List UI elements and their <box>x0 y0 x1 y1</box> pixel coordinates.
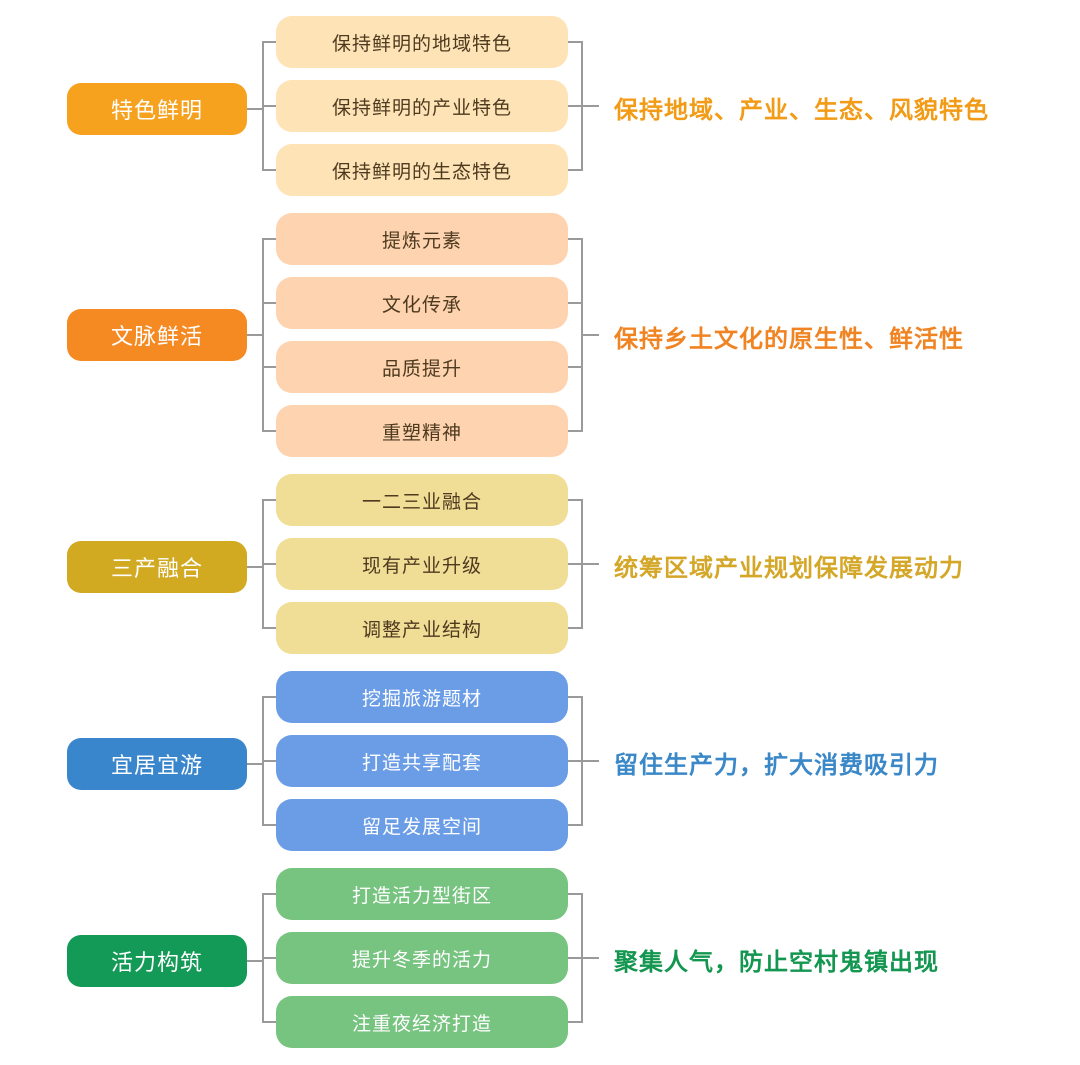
right-branch <box>568 366 582 368</box>
item-node: 提升冬季的活力 <box>276 932 568 984</box>
item-node: 现有产业升级 <box>276 538 568 590</box>
item-node: 保持鲜明的产业特色 <box>276 80 568 132</box>
left-bracket <box>262 238 264 432</box>
summary-text: 保持地域、产业、生态、风貌特色 <box>614 96 989 124</box>
left-branch <box>262 105 276 107</box>
item-node: 注重夜经济打造 <box>276 996 568 1048</box>
left-branch <box>262 696 276 698</box>
left-branch <box>262 957 276 959</box>
left-branch <box>262 824 276 826</box>
left-branch <box>262 238 276 240</box>
right-branch <box>568 893 582 895</box>
right-branch <box>568 499 582 501</box>
item-node: 打造共享配套 <box>276 735 568 787</box>
left-connector <box>247 108 263 110</box>
left-connector <box>247 763 263 765</box>
item-node: 提炼元素 <box>276 213 568 265</box>
right-branch <box>568 824 582 826</box>
item-node: 文化传承 <box>276 277 568 329</box>
item-node: 一二三业融合 <box>276 474 568 526</box>
left-connector <box>247 566 263 568</box>
right-connector <box>581 105 599 107</box>
right-branch <box>568 957 582 959</box>
left-connector <box>247 334 263 336</box>
item-node: 品质提升 <box>276 341 568 393</box>
item-node: 留足发展空间 <box>276 799 568 851</box>
right-branch <box>568 169 582 171</box>
left-connector <box>247 960 263 962</box>
main-node: 活力构筑 <box>67 935 247 987</box>
right-branch <box>568 1021 582 1023</box>
right-branch <box>568 696 582 698</box>
item-node: 重塑精神 <box>276 405 568 457</box>
right-branch <box>568 430 582 432</box>
summary-text: 聚集人气，防止空村鬼镇出现 <box>614 948 939 976</box>
left-branch <box>262 563 276 565</box>
left-branch <box>262 1021 276 1023</box>
main-node: 宜居宜游 <box>67 738 247 790</box>
right-branch <box>568 563 582 565</box>
main-node: 三产融合 <box>67 541 247 593</box>
right-branch <box>568 627 582 629</box>
item-node: 挖掘旅游题材 <box>276 671 568 723</box>
summary-text: 留住生产力，扩大消费吸引力 <box>614 751 939 779</box>
item-node: 保持鲜明的地域特色 <box>276 16 568 68</box>
right-branch <box>568 302 582 304</box>
right-branch <box>568 41 582 43</box>
left-branch <box>262 893 276 895</box>
right-connector <box>581 760 599 762</box>
right-connector <box>581 563 599 565</box>
right-branch <box>568 760 582 762</box>
summary-text: 统筹区域产业规划保障发展动力 <box>614 554 964 582</box>
summary-text: 保持乡土文化的原生性、鲜活性 <box>614 325 964 353</box>
item-node: 保持鲜明的生态特色 <box>276 144 568 196</box>
right-branch <box>568 105 582 107</box>
item-node: 打造活力型街区 <box>276 868 568 920</box>
left-branch <box>262 627 276 629</box>
left-branch <box>262 499 276 501</box>
main-node: 文脉鲜活 <box>67 309 247 361</box>
right-connector <box>581 334 599 336</box>
left-branch <box>262 430 276 432</box>
right-connector <box>581 957 599 959</box>
left-branch <box>262 760 276 762</box>
right-branch <box>568 238 582 240</box>
left-branch <box>262 302 276 304</box>
main-node: 特色鲜明 <box>67 83 247 135</box>
left-branch <box>262 169 276 171</box>
item-node: 调整产业结构 <box>276 602 568 654</box>
left-branch <box>262 366 276 368</box>
left-branch <box>262 41 276 43</box>
